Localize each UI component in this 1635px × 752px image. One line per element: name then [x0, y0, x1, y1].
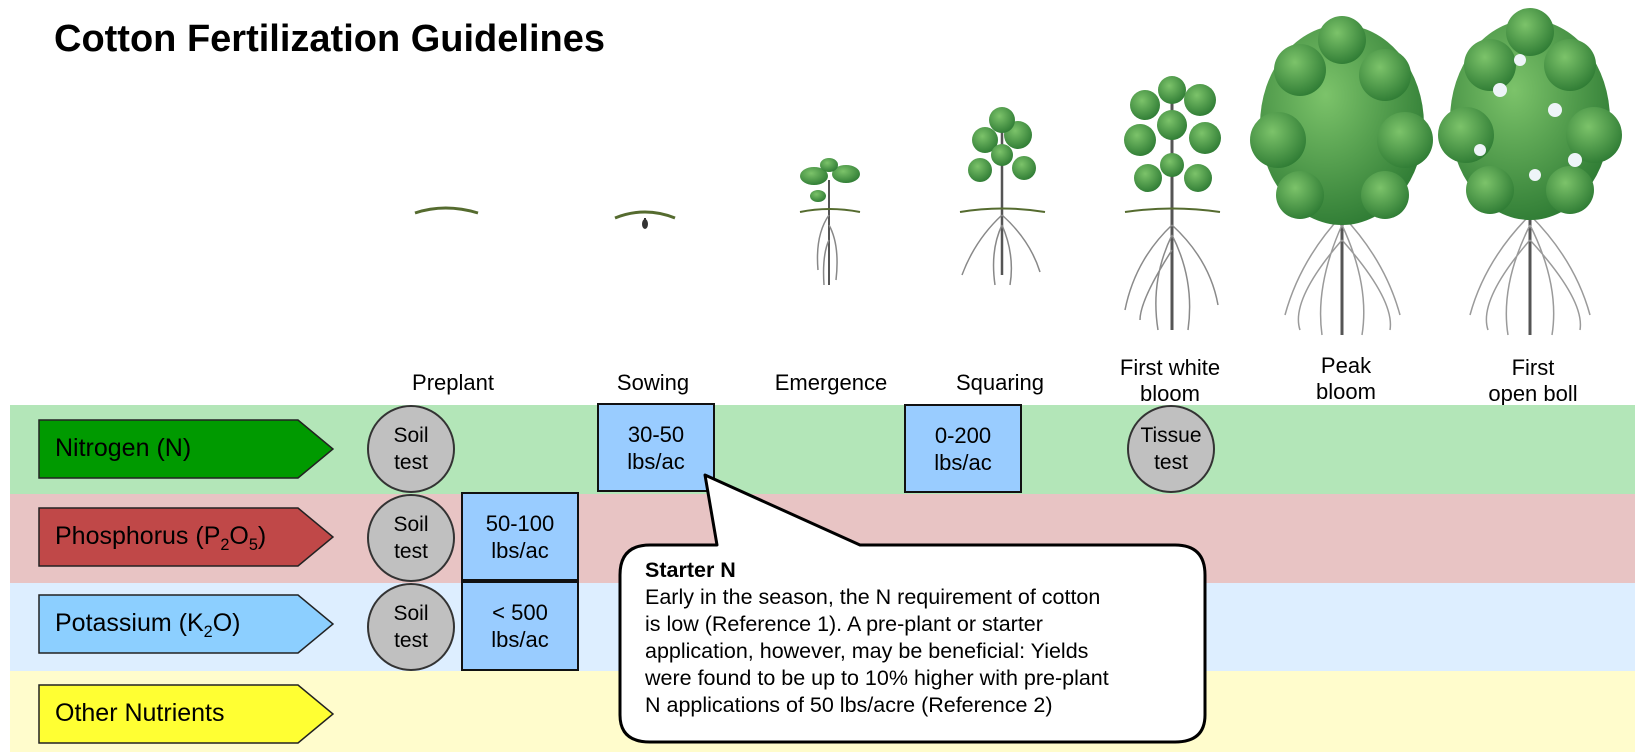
callout-line: N applications of 50 lbs/acre (Reference… [645, 693, 1053, 717]
other-nutrients-row-label: Other Nutrients [38, 684, 334, 744]
first-open-boll-plant-icon [1438, 8, 1622, 336]
peak-bloom-plant-icon [1250, 16, 1433, 336]
nitrogen-row-label: Nitrogen (N) [38, 419, 334, 479]
callout-line: Early in the season, the N requirement o… [645, 585, 1101, 609]
stage-label-squaring: Squaring [955, 370, 1045, 395]
potassium-row-label: Potassium (K2O) [38, 594, 334, 654]
sowing-seed-icon [614, 210, 676, 229]
preplant-seed-icon [414, 206, 479, 215]
starter-n-callout-text: Starter N Early in the season, the N req… [645, 557, 1200, 719]
callout-line: were found to be up to 10% higher with p… [645, 666, 1109, 690]
squaring-plant-icon [959, 107, 1046, 286]
first-white-bloom-plant-icon [1124, 76, 1221, 331]
cotton-growth-illustration [414, 8, 1622, 336]
callout-heading: Starter N [645, 558, 736, 582]
stage-label-preplant: Preplant [412, 370, 494, 395]
callout-line: is low (Reference 1). A pre-plant or sta… [645, 612, 1043, 636]
page-title: Cotton Fertilization Guidelines [54, 18, 605, 60]
callout-line: application, however, may be beneficial:… [645, 639, 1089, 663]
stage-label-sowing: Sowing [616, 370, 690, 395]
phosphorus-row-label: Phosphorus (P2O5) [38, 507, 334, 567]
emergence-seedling-icon [799, 158, 861, 286]
stage-label-emergence: Emergence [774, 370, 888, 395]
